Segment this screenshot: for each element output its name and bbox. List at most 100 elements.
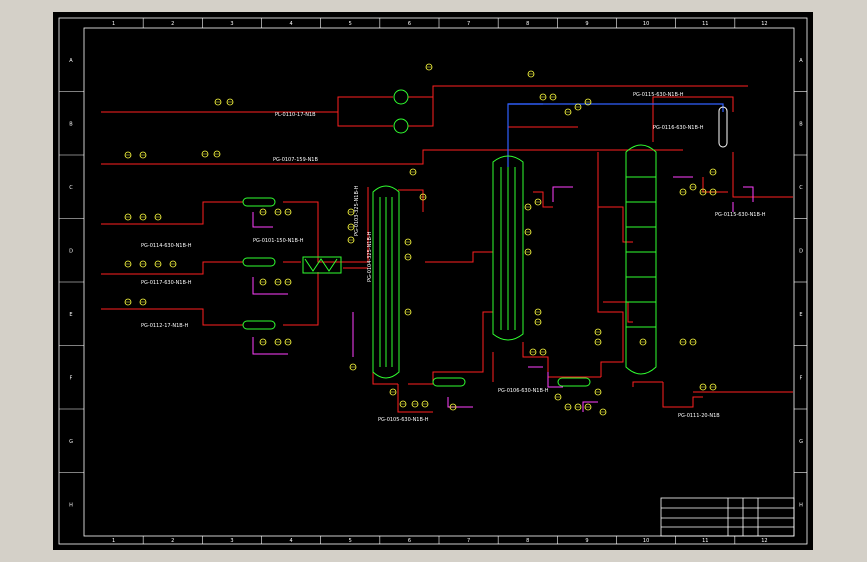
instrument-bubble[interactable] (411, 400, 419, 408)
exchanger-e101[interactable] (242, 197, 276, 207)
line-label: PG-0107-159-N1B (273, 157, 318, 163)
instrument-bubble[interactable] (574, 403, 582, 411)
instrument-bubble[interactable] (594, 328, 602, 336)
instrument-bubble[interactable] (709, 168, 717, 176)
instrument-bubble[interactable] (404, 308, 412, 316)
line-label: PG-0101-150-N1B-H (253, 238, 304, 244)
exchanger-e103[interactable] (242, 320, 276, 330)
instrument-bubble[interactable] (274, 208, 282, 216)
instrument-bubble[interactable] (699, 383, 707, 391)
instrument-bubble[interactable] (139, 260, 147, 268)
zone-marker: H (69, 502, 73, 508)
instrument-bubble[interactable] (154, 213, 162, 221)
line-label: PG-0104-325-N1B-H (367, 231, 373, 282)
instrument-bubble[interactable] (524, 228, 532, 236)
instrument-bubble[interactable] (524, 203, 532, 211)
instrument-bubble[interactable] (594, 388, 602, 396)
zone-marker: G (69, 439, 73, 445)
instrument-bubble[interactable] (599, 408, 607, 416)
column-t103[interactable] (625, 144, 657, 375)
instrument-bubble[interactable] (534, 308, 542, 316)
equipment (242, 89, 728, 387)
instrument-bubble[interactable] (201, 150, 209, 158)
instrument-bubble[interactable] (529, 348, 537, 356)
instrument-bubble[interactable] (409, 168, 417, 176)
instrument-bubble[interactable] (574, 103, 582, 111)
instrument-bubble[interactable] (564, 403, 572, 411)
instrument-bubble[interactable] (214, 98, 222, 106)
mixer-m101[interactable] (302, 256, 342, 274)
zone-marker: C (69, 185, 73, 191)
instrument-bubble[interactable] (389, 388, 397, 396)
column-t102[interactable] (492, 155, 524, 341)
instrument-bubble[interactable] (139, 213, 147, 221)
instrument-bubble[interactable] (699, 188, 707, 196)
instrument-bubble[interactable] (709, 188, 717, 196)
instrument-bubble[interactable] (425, 63, 433, 71)
instrument-bubbles (124, 63, 717, 416)
instrument-bubble[interactable] (274, 278, 282, 286)
instrument-bubble[interactable] (419, 193, 427, 201)
instrument-bubble[interactable] (584, 98, 592, 106)
instrument-bubble[interactable] (404, 238, 412, 246)
instrument-bubble[interactable] (399, 400, 407, 408)
instrument-bubble[interactable] (274, 338, 282, 346)
zone-marker: E (799, 312, 802, 318)
zone-marker: 10 (643, 538, 649, 544)
instrument-bubble[interactable] (449, 403, 457, 411)
instrument-bubble[interactable] (259, 208, 267, 216)
instrument-bubble[interactable] (124, 298, 132, 306)
instrument-bubble[interactable] (549, 93, 557, 101)
instrument-bubble[interactable] (709, 383, 717, 391)
instrument-bubble[interactable] (689, 183, 697, 191)
instrument-bubble[interactable] (524, 248, 532, 256)
condenser-e106[interactable] (718, 106, 728, 148)
reboiler-e105[interactable] (557, 377, 591, 387)
reboiler-e104[interactable] (432, 377, 466, 387)
instrument-bubble[interactable] (284, 278, 292, 286)
instrument-bubble[interactable] (124, 151, 132, 159)
pump-p101a[interactable] (393, 89, 409, 105)
instrument-bubble[interactable] (259, 338, 267, 346)
instrument-bubble[interactable] (421, 400, 429, 408)
instrument-bubble[interactable] (679, 338, 687, 346)
line-label: PG-0114-630-N1B-H (141, 243, 192, 249)
instrument-bubble[interactable] (124, 213, 132, 221)
zone-marker: 12 (761, 21, 767, 27)
zone-marker: A (799, 58, 803, 64)
instrument-bubble[interactable] (404, 253, 412, 261)
instrument-bubble[interactable] (284, 208, 292, 216)
zone-marker: 4 (289, 538, 292, 544)
exchanger-e102[interactable] (242, 257, 276, 267)
pump-p101b[interactable] (393, 118, 409, 134)
instrument-bubble[interactable] (259, 278, 267, 286)
column-t101[interactable] (372, 185, 400, 379)
instrument-bubble[interactable] (169, 260, 177, 268)
instrument-bubble[interactable] (347, 223, 355, 231)
instrument-bubble[interactable] (689, 338, 697, 346)
instrument-bubble[interactable] (564, 108, 572, 116)
instrument-bubble[interactable] (534, 198, 542, 206)
instrument-bubble[interactable] (527, 70, 535, 78)
instrument-bubble[interactable] (584, 403, 592, 411)
instrument-bubble[interactable] (349, 363, 357, 371)
instrument-bubble[interactable] (213, 150, 221, 158)
instrument-bubble[interactable] (594, 338, 602, 346)
instrument-bubble[interactable] (539, 348, 547, 356)
instrument-bubble[interactable] (139, 151, 147, 159)
instrument-bubble[interactable] (679, 188, 687, 196)
instrument-bubble[interactable] (124, 260, 132, 268)
instrument-bubble[interactable] (347, 208, 355, 216)
instrument-bubble[interactable] (539, 93, 547, 101)
instrument-bubble[interactable] (639, 338, 647, 346)
line-label: PG-0103-325-N1B-H (354, 185, 360, 236)
instrument-bubble[interactable] (284, 338, 292, 346)
instrument-bubble[interactable] (139, 298, 147, 306)
instrument-bubble[interactable] (154, 260, 162, 268)
instrument-bubble[interactable] (534, 318, 542, 326)
instrument-bubble[interactable] (347, 236, 355, 244)
instrument-bubble[interactable] (226, 98, 234, 106)
instrument-bubble[interactable] (554, 393, 562, 401)
zone-marker: F (800, 375, 803, 381)
